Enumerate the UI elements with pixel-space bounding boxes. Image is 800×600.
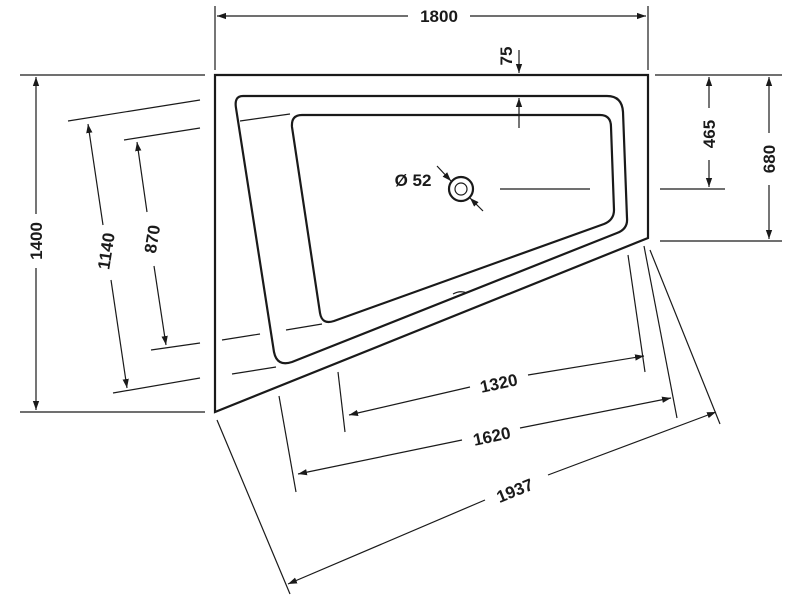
dim-overall-width-label: 1800 [420,7,458,26]
dim-drain-diameter-label: Ø 52 [395,171,432,190]
dim-inner-basin-left-label: 870 [141,224,164,255]
dim-short-side: 680 [660,74,782,242]
bathtub-rim [234,94,629,365]
dim-diagonal-length-label: 1937 [494,475,536,507]
dim-inner-length-left-label: 1140 [94,231,119,270]
overflow-slot [452,291,468,295]
dim-short-side-label: 680 [760,145,779,173]
dim-rim-offset: 75 [497,47,523,128]
dim-overall-width: 1800 [214,6,649,70]
drain [447,175,475,203]
dim-outer-length-label: 1620 [471,423,512,449]
bathtub-basin [290,113,616,324]
dim-drain-offset-label: 465 [700,120,719,148]
dim-inner-basin-left: 870 [123,113,323,351]
dim-drain-diameter: Ø 52 [395,165,484,212]
dim-overall-depth-label: 1400 [27,222,46,260]
dim-rim-offset-label: 75 [497,47,516,66]
dim-diagonal-length: 1937 [216,249,721,595]
dim-drain-offset: 465 [655,74,728,187]
dim-inner-length-left: 1140 [67,99,277,394]
dim-overall-depth: 1400 [20,74,205,413]
bathtub-outline [213,73,650,414]
dim-inner-basin-length-label: 1320 [478,370,519,396]
dim-outer-length: 1620 [278,245,678,493]
